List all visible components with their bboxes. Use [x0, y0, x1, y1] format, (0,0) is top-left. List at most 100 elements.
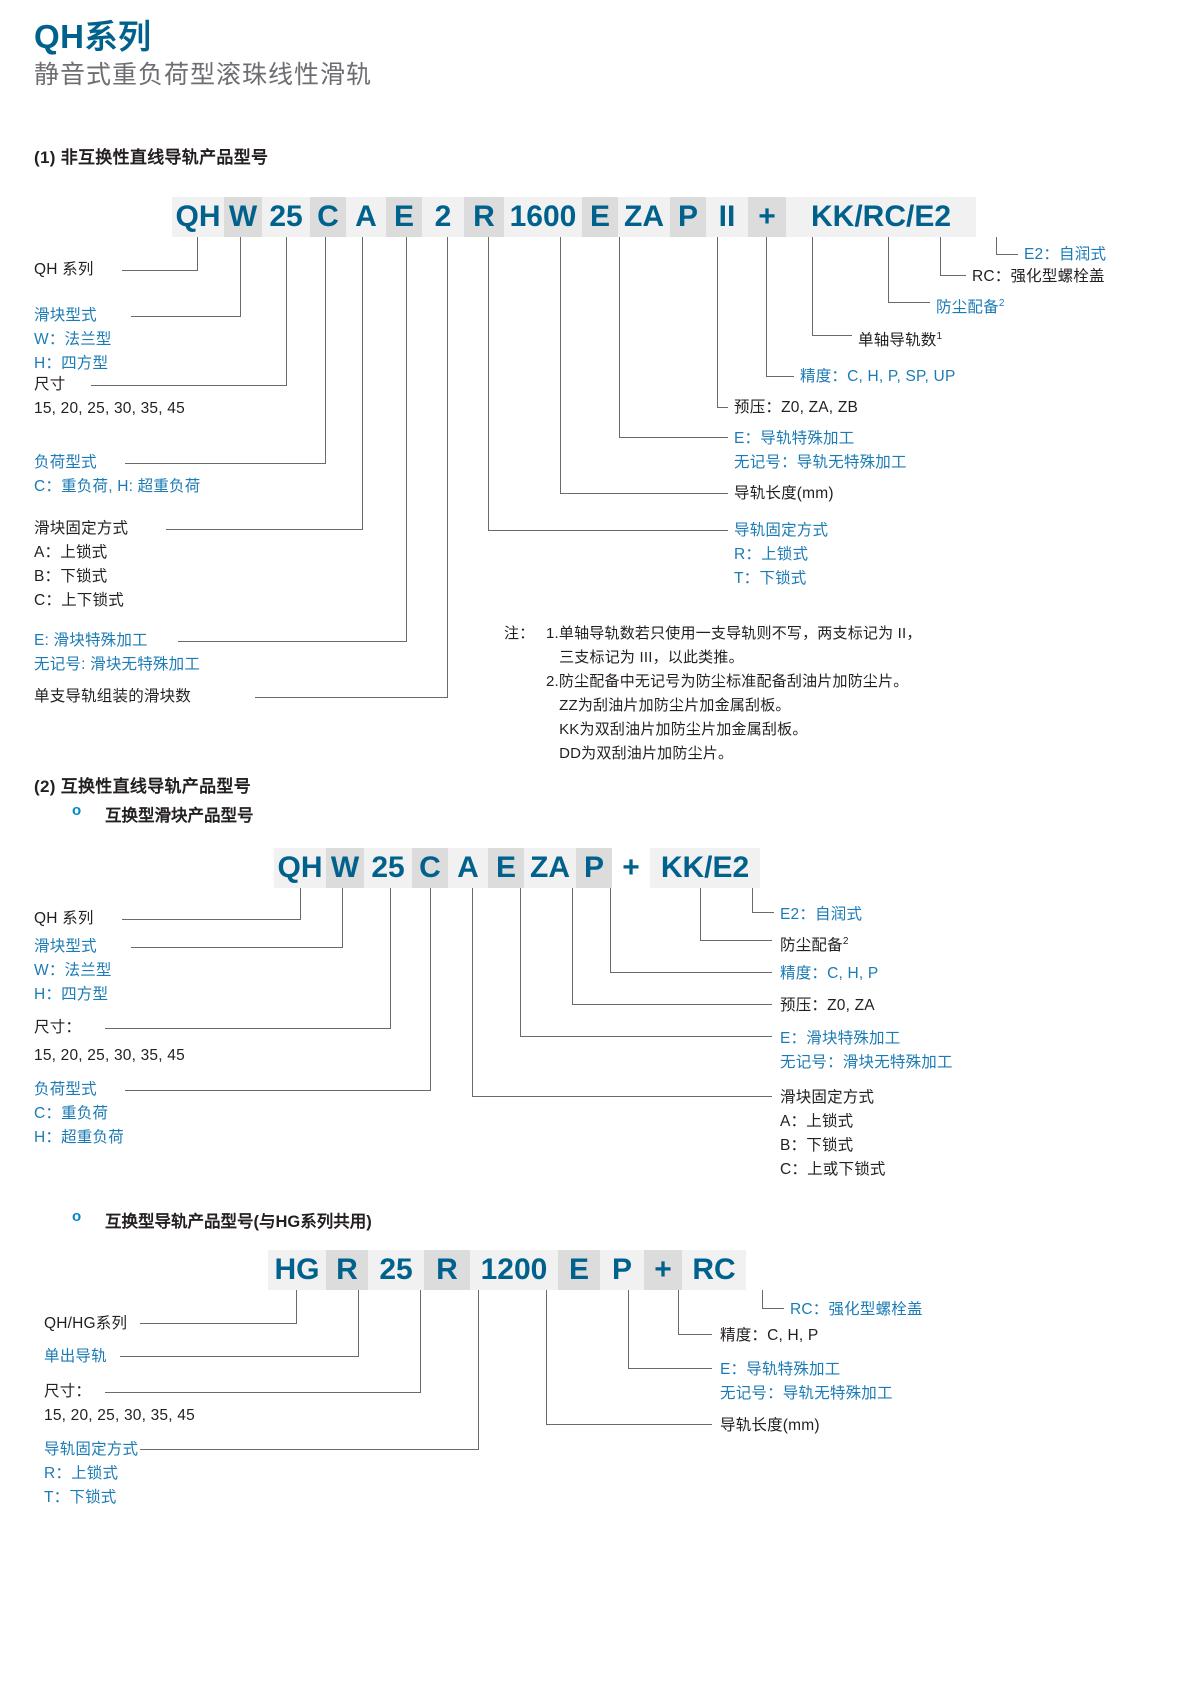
label-qh-series: QH 系列 [34, 261, 94, 278]
leader-v-qh [197, 237, 198, 270]
code-cell-ii: II [706, 197, 748, 237]
leader2-h-w [131, 947, 343, 948]
leader3-h-size [105, 1392, 421, 1393]
label-rail-fixing-t: T：下锁式 [734, 570, 807, 587]
code2-cell-kke2: KK/E2 [650, 848, 760, 888]
label2-load-type: 负荷型式 [34, 1081, 97, 1098]
code3-cell-hg: HG [268, 1250, 326, 1290]
leader2-v-size [390, 888, 391, 1028]
leader2-v-e2 [752, 888, 753, 912]
code3-cell-p: P [600, 1250, 644, 1290]
code3-cell-e: E [558, 1250, 600, 1290]
label-rail-nospecial: 无记号：导轨无特殊加工 [734, 454, 907, 471]
label-block-type-w: W：法兰型 [34, 331, 112, 348]
leader-v-load [325, 237, 326, 463]
leader-v-blockcount [447, 237, 448, 697]
label2-qh-series: QH 系列 [34, 910, 94, 927]
leader-v-railfix [488, 237, 489, 530]
code-cell-2: 2 [422, 197, 464, 237]
leader2-h-e2 [752, 912, 774, 913]
code3-cell-r1: R [326, 1250, 368, 1290]
leader2-h-blockspec [520, 1036, 772, 1037]
label-dust-equipment: 防尘配备2防尘配备2 [936, 298, 1005, 317]
leader3-v-rc [762, 1290, 763, 1308]
label3-rail-special: E：导轨特殊加工 [720, 1361, 841, 1378]
code2-cell-qh: QH [274, 848, 326, 888]
leader-h-railfix [488, 530, 728, 531]
leader-h-preload [717, 407, 728, 408]
label2-block-fixing-a: A：上锁式 [780, 1113, 854, 1130]
leader2-v-preload [572, 888, 573, 1004]
leader2-v-load [430, 888, 431, 1090]
label3-rail-fixing-r: R：上锁式 [44, 1465, 119, 1482]
leader-h-w [131, 316, 241, 317]
label-rail-fixing-r: R：上锁式 [734, 546, 809, 563]
code2-cell-p: P [576, 848, 612, 888]
label2-size: 尺寸： [34, 1019, 82, 1036]
label-block-fixing-c: C：上下锁式 [34, 592, 124, 609]
label2-load-type-h: H：超重负荷 [34, 1129, 124, 1146]
code-cell-kkrce2: KK/RC/E2 [786, 197, 976, 237]
section1-heading: (1) 非互换性直线导轨产品型号 [34, 148, 269, 167]
label2-block-nospecial: 无记号：滑块无特殊加工 [780, 1054, 953, 1071]
section2-sub1-heading: 互换型滑块产品型号 [105, 807, 254, 825]
code2-cell-25: 25 [364, 848, 412, 888]
label3-accuracy: 精度：C, H, P [720, 1327, 819, 1344]
leader2-h-load [125, 1090, 431, 1091]
leader3-h-raillen [546, 1424, 712, 1425]
label2-load-type-c: C：重负荷 [34, 1105, 109, 1122]
leader2-v-blockspec [520, 888, 521, 1036]
label3-rail-length: 导轨长度(mm) [720, 1417, 820, 1434]
section2-sub2-model-code-bar: HG R 25 R 1200 E P + RC [268, 1250, 746, 1290]
leader-v-dust [888, 237, 889, 302]
leader-h-raillen [560, 493, 728, 494]
label3-rail-fixing-t: T：下锁式 [44, 1489, 117, 1506]
code-cell-1600: 1600 [504, 197, 582, 237]
label3-qh-hg-series: QH/HG系列 [44, 1315, 128, 1332]
label2-block-special: E：滑块特殊加工 [780, 1030, 901, 1047]
code2-cell-e: E [488, 848, 524, 888]
leader3-h-hg [140, 1323, 297, 1324]
code3-cell-25: 25 [368, 1250, 424, 1290]
note-line-1: 1.单轴导轨数若只使用一支导轨则不写，两支标记为 II， [546, 625, 922, 642]
section1-model-code-bar: QH W 25 C A E 2 R 1600 E ZA P II + KK/RC… [172, 197, 976, 237]
label-size: 尺寸 [34, 376, 66, 393]
leader2-h-dust [700, 940, 772, 941]
label2-e2-self-lub: E2：自润式 [780, 906, 863, 923]
code3-cell-r2: R [424, 1250, 470, 1290]
label-rc-bolt-cover: RC：强化型螺栓盖 [972, 268, 1105, 285]
leader-h-eproc [178, 641, 407, 642]
leader2-v-blockfix [472, 888, 473, 1096]
label-block-type: 滑块型式 [34, 307, 97, 324]
code-cell-plus: + [748, 197, 786, 237]
bullet-icon-sub2: o [72, 1208, 82, 1225]
label-preload: 预压：Z0, ZA, ZB [734, 399, 859, 416]
leader2-v-w [342, 888, 343, 947]
leader2-h-preload [572, 1004, 772, 1005]
leader-h-blockcount [255, 697, 448, 698]
leader3-v-raillen [546, 1290, 547, 1424]
label3-size-values: 15, 20, 25, 30, 35, 45 [44, 1407, 195, 1424]
code-cell-r: R [464, 197, 504, 237]
label3-size: 尺寸： [44, 1383, 92, 1400]
leader-v-e2 [996, 237, 997, 254]
label-e2-self-lub: E2：自润式 [1024, 246, 1107, 263]
code3-cell-1200: 1200 [470, 1250, 558, 1290]
label-load-type: 负荷型式 [34, 454, 97, 471]
note-line-5: KK为双刮油片加防尘片加金属刮板。 [546, 721, 808, 738]
page-subtitle: 静音式重负荷型滚珠线性滑轨 [34, 61, 373, 89]
label-blocks-per-rail: 单支导轨组装的滑块数 [34, 688, 192, 705]
code-cell-p: P [670, 197, 706, 237]
note-line-4: ZZ为刮油片加防尘片加金属刮板。 [546, 697, 791, 714]
leader-h-qh [122, 270, 198, 271]
code-cell-25: 25 [262, 197, 310, 237]
label3-rail-nospecial: 无记号：导轨无特殊加工 [720, 1385, 893, 1402]
leader2-h-accuracy [610, 972, 772, 973]
bullet-icon-sub1: o [72, 802, 82, 819]
leader3-h-rc [762, 1308, 784, 1309]
label2-block-fixing-c: C：上或下锁式 [780, 1161, 886, 1178]
leader-v-accuracy [766, 237, 767, 376]
section2-sub1-model-code-bar: QH W 25 C A E ZA P + KK/E2 [274, 848, 760, 888]
code-cell-qh: QH [172, 197, 224, 237]
code3-cell-rc: RC [682, 1250, 746, 1290]
